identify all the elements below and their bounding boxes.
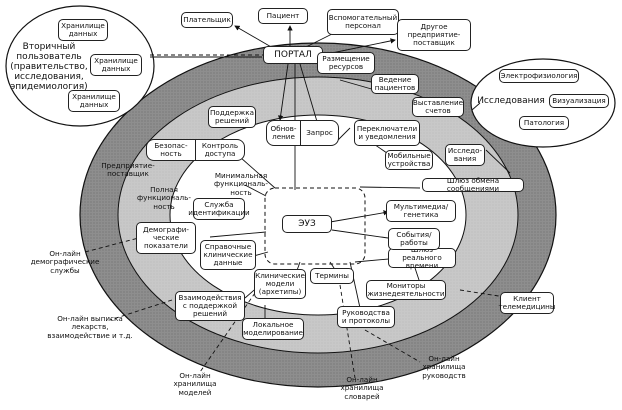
minimal-functionality-label: Минимальная функциональ- ность bbox=[214, 171, 268, 197]
storage-2: Хранилище данных bbox=[90, 54, 142, 76]
monitors-node: Мониторы жизнедеятельности bbox=[366, 280, 446, 300]
research-group-title: Исследования bbox=[477, 96, 545, 106]
ehr-center-node: ЭУЗ bbox=[282, 215, 332, 233]
telemedicine-node: Клиент телемедицины bbox=[498, 292, 556, 314]
staff-node: Вспомогательный персонал bbox=[327, 9, 399, 35]
request-node: Запрос bbox=[300, 120, 339, 146]
other-providers-node: Другое предприятие- поставщик bbox=[397, 19, 471, 51]
demographics-node: Демографи- ческие показатели bbox=[136, 222, 196, 254]
full-functionality-label: Полная функциональ- ность bbox=[137, 185, 191, 211]
clinical-models-node: Клинические модели (архетипы) bbox=[254, 269, 306, 299]
payer-node: Плательщик bbox=[181, 12, 233, 28]
electrophysiology-node: Электрофизиология bbox=[499, 69, 579, 83]
billing-node: Выставление счетов bbox=[412, 97, 464, 117]
clinical-reference-node: Справочные клинические данные bbox=[200, 240, 256, 270]
mobile-devices-node: Мобильные устройства bbox=[385, 150, 433, 170]
storage-1: Хранилище данных bbox=[58, 19, 108, 41]
identification-node: Служба идентификации bbox=[188, 198, 250, 220]
access-control-node: Контроль доступа bbox=[195, 139, 245, 161]
switches-alerts-node: Переключатели и уведомления bbox=[354, 120, 420, 146]
resource-allocation-node: Размещение ресурсов bbox=[317, 52, 375, 74]
message-gateway-node: Шлюз обмена сообщениями bbox=[422, 176, 524, 193]
decision-support-node: Поддержка решений bbox=[208, 106, 256, 128]
portal-node: ПОРТАЛ bbox=[263, 46, 323, 64]
interactions-node: Взаимодействия с поддержкой решений bbox=[175, 291, 245, 321]
storage-3: Хранилище данных bbox=[68, 90, 120, 112]
secondary-user-title: Вторичный пользователь (правительство, и… bbox=[10, 42, 88, 92]
pathology-node: Патология bbox=[519, 116, 569, 130]
patient-management-node: Ведение пациентов bbox=[371, 74, 419, 94]
guides-protocols-node: Руководства и протоколы bbox=[337, 306, 395, 328]
patient-node: Пациент bbox=[258, 8, 308, 24]
enterprise-ring-label: Предприятие- поставщик bbox=[101, 161, 155, 179]
online-guides-label: Он-лайн хранилища руководств bbox=[422, 354, 466, 380]
online-dictionaries-label: Он-лайн хранилища словарей bbox=[340, 375, 384, 401]
events-node: События/ работы bbox=[388, 228, 440, 250]
online-demographics-label: Он-лайн демографические службы bbox=[30, 249, 100, 275]
local-modeling-node: Локальное моделирование bbox=[242, 318, 304, 340]
security-node: Безопас- ность bbox=[146, 139, 196, 161]
visualization-node: Визуализация bbox=[549, 94, 609, 108]
research-node: Исследо- вания bbox=[445, 144, 485, 166]
online-prescriptions-label: Он-лайн выписка лекарств, взаимодействие… bbox=[47, 314, 133, 340]
multimedia-node: Мультимедиа/ генетика bbox=[386, 200, 456, 222]
update-node: Обнов- ление bbox=[266, 120, 301, 146]
terms-node: Термины bbox=[310, 268, 354, 284]
realtime-gateway-node: Шлюз реального времени bbox=[388, 245, 456, 270]
online-models-label: Он-лайн хранилища моделей bbox=[173, 371, 217, 397]
